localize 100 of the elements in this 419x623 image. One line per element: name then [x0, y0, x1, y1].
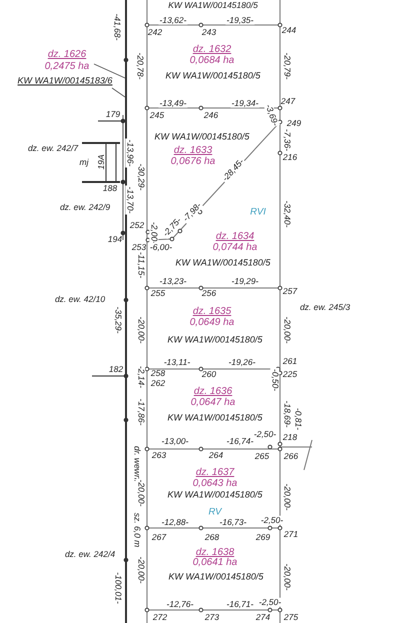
leader-line: [112, 88, 126, 98]
dimension-label: -20,00-: [282, 316, 292, 344]
point-number: 179: [106, 110, 120, 118]
point-number: 269: [256, 532, 270, 542]
dimension-label: -19,29-: [230, 276, 260, 286]
neighbour-parcel-label: dz. ew. 242/4: [64, 550, 116, 558]
point-number: 246: [204, 110, 218, 120]
point-number: 267: [152, 532, 166, 542]
dimension-label: -20,00-: [282, 562, 292, 592]
soil-class-label: RV: [208, 507, 222, 517]
dimension-label: -20,00-: [136, 478, 146, 508]
point-number: 261: [282, 356, 298, 366]
dimension-label: -0,81-: [294, 406, 302, 432]
point-number: 264: [208, 450, 224, 460]
land-register-number: KW WA1W/00145180/5: [154, 132, 250, 142]
point-number: 188: [102, 184, 118, 192]
leader-line: [94, 64, 126, 78]
dimension-label: -20,79-: [282, 52, 292, 80]
road-label: sz. 6,0 m: [132, 512, 142, 548]
land-register-number: KW WA1W/00145180/5: [168, 572, 264, 582]
dimension-label: -19,26-: [228, 358, 256, 366]
point-number: 216: [282, 152, 298, 162]
dimension-label: -19,34-: [230, 98, 260, 108]
parcel-number: dz. 1635: [192, 307, 232, 317]
point-number: 265: [254, 452, 270, 460]
point-number: 274: [256, 612, 270, 622]
parcel-area: 0,0744 ha: [212, 243, 258, 253]
dimension-label: -13,96-: [126, 138, 134, 168]
parcel-area: 0,0643 ha: [192, 479, 238, 489]
point-number: 256: [202, 288, 216, 298]
point-number: 262: [150, 378, 166, 388]
dimension-label: -20,00-: [136, 556, 146, 584]
neighbour-parcel-label: dz. ew. 242/7: [28, 144, 78, 152]
dimension-label: -20,00-: [282, 482, 292, 512]
point-number: 273: [204, 612, 220, 622]
parcel-number: dz. 1636: [194, 387, 232, 397]
point-number: 260: [202, 370, 216, 378]
point-number: 242: [148, 28, 162, 36]
dimension-label: -13,49-: [158, 98, 188, 108]
dimension-label: -18,69-: [282, 400, 292, 428]
point-number: 243: [202, 28, 216, 36]
land-register-number: KW WA1W/00145180/5: [168, 0, 258, 10]
dimension-label: -30,29-: [136, 162, 146, 192]
dimension-label: -19,35-: [226, 16, 254, 24]
land-register-number: KW WA1W/00145180/5: [168, 336, 262, 344]
neighbour-parcel-label: dz. ew. 245/3: [300, 302, 350, 312]
dimension-label: -16,74-: [226, 436, 254, 446]
dimension-label: -20,78-: [136, 52, 144, 80]
point-number: 225: [282, 370, 298, 378]
point-number: 268: [204, 532, 220, 542]
neighbour-parcel-label: dz. ew. 242/9: [60, 202, 110, 212]
dimension-label: -16,73-: [218, 518, 248, 526]
point-number: 249: [286, 118, 302, 128]
point-number: 266: [284, 452, 298, 460]
point-number: 252: [130, 220, 144, 230]
point-number: 245: [150, 110, 164, 120]
parcel-number: dz. 1633: [174, 146, 212, 156]
dimension-label: -13,70-: [126, 186, 134, 214]
dimension-label: -17,86-: [136, 398, 146, 426]
dimension-label: -7,36-: [282, 128, 292, 152]
parcel-area: 0,0647 ha: [190, 398, 236, 408]
point-number: 271: [284, 530, 298, 538]
dimension-label: -2,50-: [258, 598, 282, 606]
point-number: 182: [108, 364, 124, 374]
dimension-label: -2,50-: [252, 430, 278, 438]
point-number: 272: [152, 612, 168, 622]
dimension-label: -13,23-: [158, 276, 188, 286]
point-number: 244: [282, 26, 296, 34]
land-register-number: KW WA1W/00145180/5: [176, 258, 270, 268]
parcel-number: dz. 1626: [48, 50, 86, 60]
parcel-area: 0,0676 ha: [170, 157, 216, 167]
parcel-area: 0,2475 ha: [44, 62, 90, 72]
dimension-label: -12,76-: [166, 600, 194, 608]
dimension-label: -2,50-: [260, 516, 284, 524]
dimension-label: -32,40-: [282, 200, 292, 228]
point-number: 255: [150, 288, 166, 298]
parcel-number: dz. 1632: [192, 45, 232, 55]
dimension-label: -6,00-: [148, 242, 174, 252]
dimension-label: -13,11-: [162, 358, 192, 366]
parcel-area: 0,0641 ha: [192, 558, 238, 568]
dimension-label: -35,29-: [114, 306, 122, 334]
building-label: mj: [80, 158, 88, 166]
dimension-label: -2,14-: [136, 364, 146, 390]
dimension-label: -13,62-: [158, 16, 188, 24]
parcel-area: 0,0684 ha: [190, 56, 234, 66]
dimension-label: -11,15-: [136, 250, 146, 280]
building-label: 19A: [96, 154, 106, 170]
dimension-label: -12,88-: [160, 518, 190, 526]
dimension-label: -13,00-: [160, 436, 190, 446]
point-number: 247: [280, 96, 296, 106]
dimension-label: -20,00-: [136, 316, 146, 344]
parcel-number: dz. 1638: [196, 548, 234, 558]
dimension-label: -0,50-: [270, 368, 280, 392]
parcel-number: dz. 1637: [196, 468, 234, 478]
land-register-number: KW WA1W/00145180/5: [168, 414, 262, 422]
parcel-area: 0,0649 ha: [190, 318, 234, 328]
land-register-number: KW WA1W/00145180/5: [168, 490, 262, 500]
point-number: 258: [150, 368, 166, 378]
point-number: 257: [282, 286, 298, 296]
dimension-label: -41,68-: [112, 12, 122, 42]
